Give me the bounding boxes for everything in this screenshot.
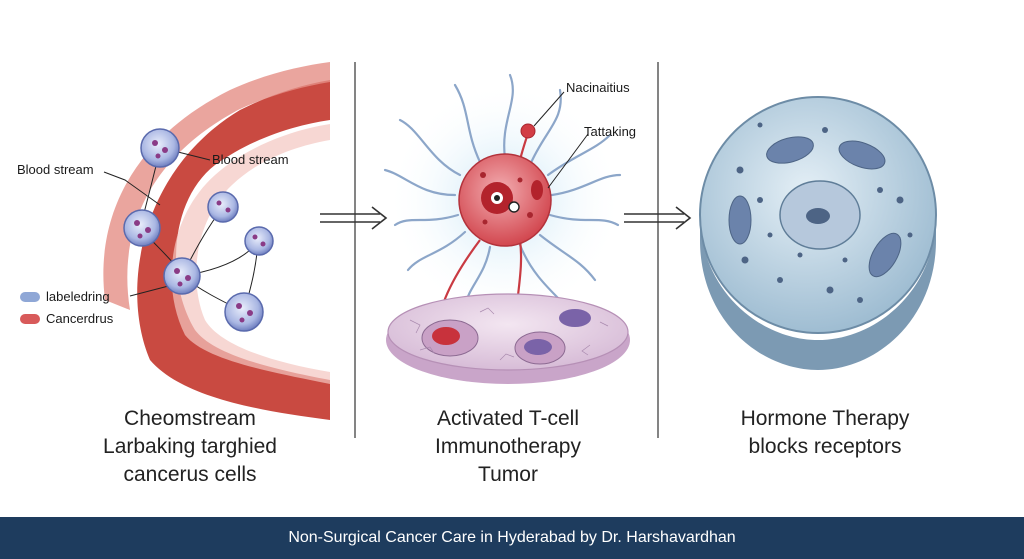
label-connector — [533, 91, 589, 189]
caption-line: Tumor — [478, 463, 538, 486]
cancer-cell-icon — [224, 292, 264, 332]
antigen-icon — [520, 123, 536, 139]
hormone-cell-illustration — [699, 96, 937, 370]
label-blood-stream: Blood stream — [17, 162, 94, 177]
label-attacking: Tattaking — [584, 124, 637, 139]
legend-item: Cancerdrus — [20, 311, 113, 326]
caption-hormone-therapy: Hormone Therapy blocks receptors — [695, 405, 955, 461]
caption-line: Cheomstream — [124, 407, 256, 430]
caption-line: Activated T-cell — [436, 407, 579, 430]
caption-line: Larbaking targhied — [103, 435, 277, 458]
footer-text: Non-Surgical Cancer Care in Hyderabad by… — [288, 529, 736, 546]
cancer-cell-icon — [140, 128, 180, 168]
cancer-cell-icon — [163, 257, 201, 295]
legend-swatch — [20, 313, 40, 324]
legend-label: Cancerdrus — [46, 311, 114, 326]
blood-vessel-illustration — [103, 62, 330, 420]
label-blood-stream: Blood stream — [212, 152, 289, 167]
caption-chemotherapy: Cheomstream Larbaking targhied cancerus … — [60, 405, 320, 489]
cancer-cell-icon — [123, 209, 161, 247]
caption-line: Hormone Therapy — [740, 407, 910, 430]
caption-line: Immunotherapy — [435, 435, 581, 458]
legend-item: labeledring — [20, 289, 110, 304]
caption-immunotherapy: Activated T-cell Immunotherapy Tumor — [378, 405, 638, 489]
double-arrow-icon — [320, 206, 388, 230]
legend-swatch — [20, 291, 40, 302]
diagram-stage: Blood stream Blood stream labeledring Ca… — [17, 62, 955, 489]
cancer-cell-icon — [207, 191, 239, 223]
caption-line: blocks receptors — [748, 435, 902, 458]
footer-banner: Non-Surgical Cancer Care in Hyderabad by… — [0, 517, 1024, 559]
label-antigen: Nacinaitius — [566, 80, 630, 95]
legend-label: labeledring — [46, 289, 110, 304]
caption-line: cancerus cells — [123, 463, 257, 486]
t-cell-illustration — [383, 73, 623, 351]
diagram-illustration — [103, 62, 937, 438]
double-arrow-icon — [624, 206, 692, 230]
cancer-cell-icon — [244, 226, 274, 256]
tumor-tissue-illustration — [386, 293, 630, 384]
